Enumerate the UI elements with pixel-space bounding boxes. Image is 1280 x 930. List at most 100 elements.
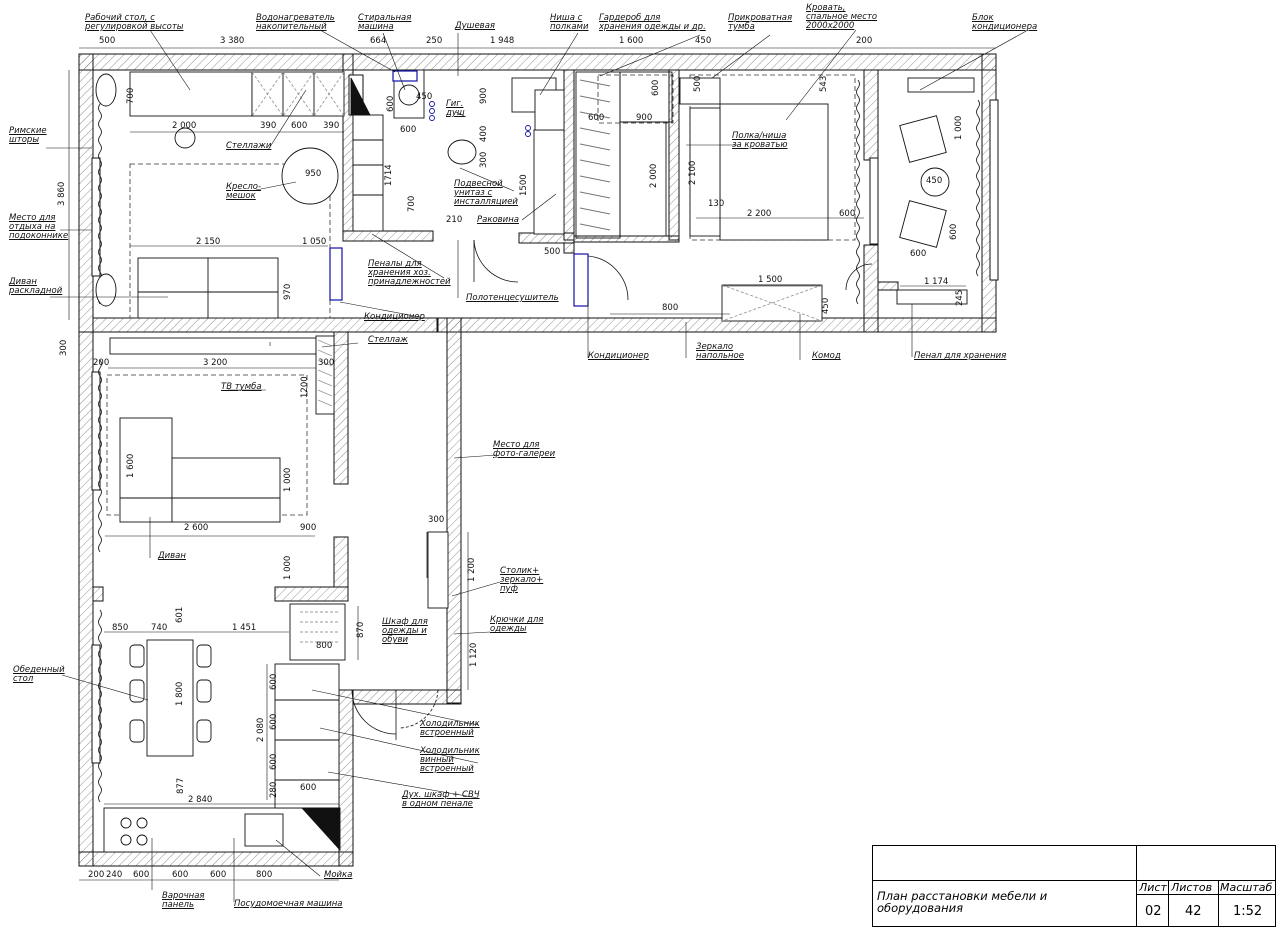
dim: 600 — [291, 121, 308, 131]
dim: 600 — [210, 870, 227, 880]
label-hyg-shower: Гиг. душ — [446, 99, 465, 118]
label-tv-stand: ТВ тумба — [221, 382, 262, 392]
dim: 950 — [305, 169, 322, 179]
dim: 2 000 — [649, 163, 659, 188]
label-table-mirror: Столик+ зеркало+ пуф — [500, 566, 544, 594]
scale-label: Масштаб — [1220, 881, 1273, 894]
hallway-furniture — [289, 531, 449, 661]
dim: 2 000 — [172, 121, 197, 131]
label-shelf-niche: Полка/ниша за кроватью — [732, 131, 788, 150]
label-cooktop: Варочная панель — [162, 891, 205, 910]
dim: 400 — [479, 125, 489, 142]
dim: 245 — [955, 289, 965, 306]
ac-units — [329, 247, 589, 307]
label-roman-blinds: Римские шторы — [9, 126, 47, 145]
dim: 250 — [426, 36, 443, 46]
kitchen-furniture — [103, 639, 341, 853]
dim: 1 050 — [302, 237, 327, 247]
wardrobe-furniture — [575, 71, 673, 239]
dim: 740 — [151, 623, 168, 633]
dim: 600 — [949, 223, 959, 240]
label-shelf: Стеллаж — [368, 335, 408, 345]
sheet-number: 02 — [1145, 904, 1162, 919]
label-rest-place: Место для отдыха на подоконнике — [9, 213, 69, 241]
label-mirror: Зеркало напольное — [696, 342, 744, 361]
dim: 1 800 — [175, 681, 185, 706]
dim: 500 — [544, 247, 561, 257]
dim: 2 600 — [184, 523, 209, 533]
label-bed: Кровать, спальное место 2000x2000 — [806, 3, 878, 31]
dim: 877 — [176, 777, 186, 794]
sheets-total: 42 — [1185, 904, 1202, 919]
dim: 1 600 — [619, 36, 644, 46]
dim: 600 — [133, 870, 150, 880]
dim: 1 000 — [283, 555, 293, 580]
label-sink: Раковина — [477, 215, 519, 225]
dim: 450 — [695, 36, 712, 46]
label-bedside: Прикроватная тумба — [728, 13, 793, 32]
dim: 1 174 — [924, 277, 949, 287]
dim: 300 — [428, 515, 445, 525]
dim: 1200 — [300, 376, 310, 398]
label-ac-unit: Блок кондиционера — [972, 13, 1038, 32]
dim: 1 120 — [469, 642, 479, 667]
dim: 130 — [708, 199, 725, 209]
dim: 900 — [300, 523, 317, 533]
dim: 300 — [318, 358, 335, 368]
dim: 1 000 — [283, 467, 293, 492]
dim: 2 840 — [188, 795, 213, 805]
label-storage-pencil: Пенал для хранения — [914, 351, 1007, 361]
label-sofa: Диван — [158, 551, 186, 561]
label-dresser: Комод — [812, 351, 841, 361]
dim: 800 — [316, 641, 333, 651]
dim: 600 — [269, 753, 279, 770]
label-wardrobe-shoes: Шкаф для одежды и обуви — [382, 617, 428, 645]
label-ac2: Кондиционер — [588, 351, 649, 361]
label-oven: Дух. шкаф + СВЧ в одном пенале — [402, 790, 480, 809]
label-toilet: Подвесной унитаз с инсталляцией — [454, 179, 518, 207]
dim: 601 — [175, 606, 185, 623]
bedroom-furniture — [679, 77, 829, 322]
dim: 700 — [126, 87, 136, 104]
dim: 1 451 — [232, 623, 257, 633]
dim: 970 — [283, 283, 293, 300]
title-block: План расстановки мебели и оборудования Л… — [872, 845, 1276, 927]
label-hooks: Крючки для одежды — [490, 615, 544, 634]
dim: 600 — [400, 125, 417, 135]
label-towel-rail: Полотенцесушитель — [466, 293, 559, 303]
label-sofa-bed: Диван раскладной — [9, 277, 63, 296]
label-dining: Обеденный стол — [13, 665, 65, 684]
dim: 900 — [636, 113, 653, 123]
leader-lines — [46, 29, 1029, 902]
dim: 3 380 — [220, 36, 245, 46]
dim: 3 860 — [57, 181, 67, 206]
dim: 200 — [856, 36, 873, 46]
dim: 2 150 — [196, 237, 221, 247]
dim: 1 600 — [126, 453, 136, 478]
dim: 1714 — [384, 164, 394, 186]
dim: 300 — [59, 339, 69, 356]
dim: 543 — [819, 75, 829, 92]
label-work-desk: Рабочий стол, с регулировкой высоты — [85, 13, 184, 32]
label-wine-fridge: Холодильник винный встроенный — [420, 746, 480, 774]
scale-value: 1:52 — [1233, 904, 1263, 919]
dim: 200 — [88, 870, 105, 880]
label-shelving: Стеллажи — [226, 141, 272, 151]
dim: 1500 — [519, 174, 529, 196]
curtains — [98, 79, 980, 803]
label-niche-shelves: Ниша с полками — [550, 13, 589, 32]
dim: 850 — [112, 623, 129, 633]
dim: 664 — [370, 36, 387, 46]
dim: 3 200 — [203, 358, 228, 368]
dim: 2 200 — [747, 209, 772, 219]
dim: 800 — [662, 303, 679, 313]
dim: 700 — [407, 195, 417, 212]
dim: 210 — [446, 215, 463, 225]
dim: 1 000 — [954, 115, 964, 140]
drawing-title: План расстановки мебели и оборудования — [877, 889, 1048, 915]
dim: 390 — [323, 121, 340, 131]
dim: 450 — [821, 297, 831, 314]
dim: 500 — [99, 36, 116, 46]
study-furniture — [95, 71, 345, 319]
